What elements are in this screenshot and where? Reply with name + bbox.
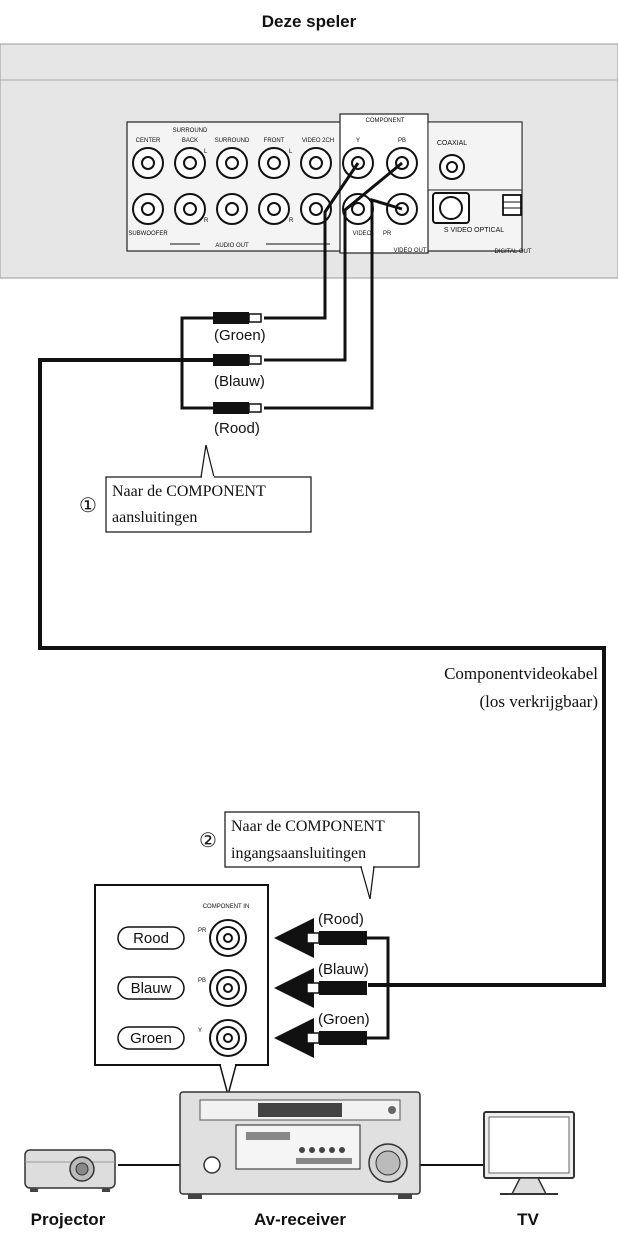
receiver-pb-label: PB xyxy=(198,978,206,984)
jack-label-back: BACK xyxy=(182,138,198,144)
component-in-label: COMPONENT IN xyxy=(203,904,250,910)
s-video-optical-label: S VIDEO OPTICAL xyxy=(444,227,504,234)
upper-cable-bundle xyxy=(180,316,213,410)
receiver-label-pills xyxy=(117,926,185,1050)
receiver-label-blauw: Blauw xyxy=(131,980,172,997)
av-receiver-icon xyxy=(179,1091,421,1199)
input-arrows xyxy=(274,918,314,1058)
callout-1-number: ① xyxy=(79,495,97,517)
receiver-label: Av-receiver xyxy=(254,1210,346,1229)
tv-icon xyxy=(483,1111,575,1195)
receiver-pr-label: PR xyxy=(198,928,207,934)
callout-1 xyxy=(105,444,312,533)
jack-label-r1: R xyxy=(204,218,209,224)
lower-cable-bundle xyxy=(367,936,390,1040)
projector-label: Projector xyxy=(31,1210,106,1229)
callout-1-line1: Naar de COMPONENT xyxy=(112,483,266,500)
tv-label: TV xyxy=(517,1210,539,1229)
component-label: COMPONENT xyxy=(366,118,405,124)
callout-1-line2: aansluitingen xyxy=(112,509,197,526)
player-cables xyxy=(264,161,403,410)
coaxial-jack xyxy=(439,154,465,180)
receiver-jacks xyxy=(209,919,247,1057)
jack-label-front: FRONT xyxy=(264,138,285,144)
callout-2 xyxy=(224,811,420,900)
jack-label-center: CENTER xyxy=(136,138,161,144)
receiver-y-label: Y xyxy=(198,1028,202,1034)
coaxial-label: COAXIAL xyxy=(437,140,467,147)
diagram-title: Deze speler xyxy=(262,12,357,31)
receiver-label-rood: Rood xyxy=(133,930,169,947)
upper-plugs xyxy=(213,312,262,414)
player-back-panel: CENTER SURROUND BACK SURROUND FRONT VIDE… xyxy=(0,43,618,279)
jack-label-l1: L xyxy=(204,149,208,155)
digital-out-label: DIGITAL OUT xyxy=(494,249,531,255)
callout-2-number: ② xyxy=(199,830,217,852)
projector-icon xyxy=(24,1149,116,1192)
receiver-label-groen: Groen xyxy=(130,1030,172,1047)
lower-green-label: (Groen) xyxy=(318,1011,370,1028)
upper-green-label: (Groen) xyxy=(214,327,266,344)
jack-label-subwoofer: SUBWOOFER xyxy=(128,231,168,237)
lower-red-label: (Rood) xyxy=(318,911,364,928)
video-out-label: VIDEO OUT xyxy=(393,248,426,254)
video-label: VIDEO xyxy=(353,231,372,237)
jack-label-r2: R xyxy=(289,218,294,224)
optical-jack xyxy=(502,194,522,216)
audio-out-label: AUDIO OUT xyxy=(215,243,249,249)
callout-2-line2: ingangsaansluitingen xyxy=(231,845,366,862)
jack-label-video-2ch: VIDEO 2CH xyxy=(302,138,334,144)
jack-label-surround-back: SURROUND xyxy=(173,128,208,134)
component-pb-label: PB xyxy=(398,138,406,144)
upper-red-label: (Rood) xyxy=(214,420,260,437)
upper-blue-label: (Blauw) xyxy=(214,373,265,390)
cable-caption-line1: Componentvideokabel xyxy=(444,664,598,683)
lower-blue-label: (Blauw) xyxy=(318,961,369,978)
component-video-cable xyxy=(38,358,606,987)
audio-jacks xyxy=(132,147,332,225)
jack-label-surround: SURROUND xyxy=(215,138,250,144)
cable-caption-line2: (los verkrijgbaar) xyxy=(480,692,598,711)
lower-plugs xyxy=(306,931,367,1045)
component-y-label: Y xyxy=(356,138,360,144)
component-pr-label: PR xyxy=(383,231,392,237)
callout-2-line1: Naar de COMPONENT xyxy=(231,818,385,835)
jack-label-l2: L xyxy=(289,149,293,155)
